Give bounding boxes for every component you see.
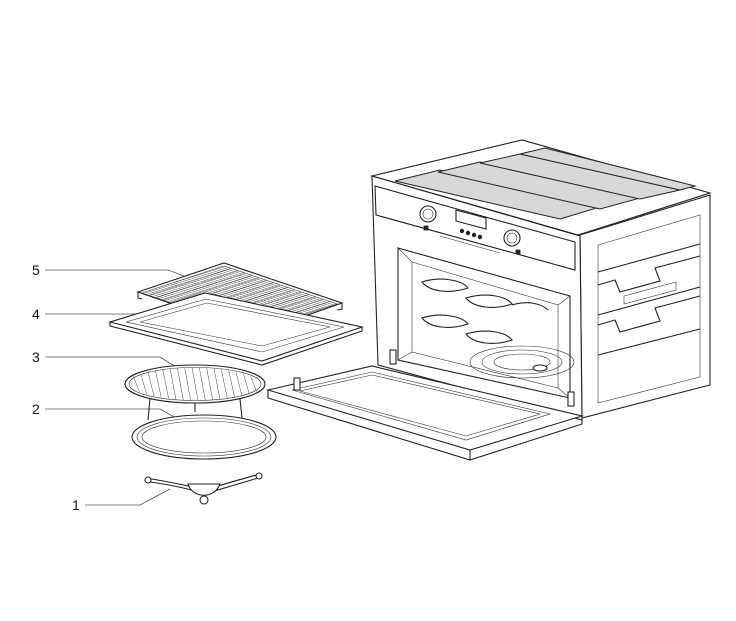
oven-runner bbox=[465, 330, 513, 344]
oven-cavity-edges bbox=[397, 247, 571, 399]
grill-rack-bar bbox=[235, 371, 243, 397]
callout-label-3: 3 bbox=[32, 349, 40, 365]
callout-label-2: 2 bbox=[32, 401, 40, 417]
support-hub bbox=[187, 483, 221, 496]
grill-rack-bar bbox=[250, 376, 257, 392]
oven-side-embossing-top bbox=[597, 255, 701, 293]
oven-control-buttons bbox=[459, 228, 483, 240]
oven-door-glass bbox=[291, 371, 552, 441]
grill-rack-bar bbox=[191, 367, 199, 401]
grill-rack-bar bbox=[184, 367, 191, 401]
callout-label-5: 5 bbox=[32, 262, 40, 278]
oven-door-glass-inner bbox=[299, 374, 542, 437]
wire-rack-wire bbox=[170, 275, 253, 303]
wire-rack-wire bbox=[163, 272, 246, 301]
built-in-oven-drawing bbox=[265, 139, 712, 461]
grill-rack-bar bbox=[228, 370, 235, 398]
grill-rack-bars bbox=[133, 367, 257, 401]
oven-left-knob bbox=[419, 205, 437, 223]
turntable-support-drawing bbox=[144, 472, 263, 505]
grill-rack-inner-ring bbox=[128, 367, 262, 401]
grill-rack-bar bbox=[243, 373, 250, 395]
oven-side-slot bbox=[623, 281, 677, 305]
grill-rack-bar bbox=[213, 368, 221, 400]
oven-panel-markings bbox=[439, 235, 501, 254]
callout-5: 5 bbox=[32, 262, 185, 278]
turntable-inner-rim bbox=[136, 417, 272, 457]
baking-tray-edge bbox=[109, 322, 363, 366]
grill-rack-leg-right bbox=[239, 398, 243, 419]
grill-rack-bar bbox=[177, 367, 184, 401]
round-grill-rack-drawing bbox=[124, 364, 266, 421]
turntable-outer-rim bbox=[131, 414, 277, 460]
baking-tray-bottom bbox=[139, 302, 331, 347]
leader-line-1-tip bbox=[139, 488, 171, 506]
oven-runner bbox=[465, 294, 513, 308]
oven-shelf-runners bbox=[421, 278, 549, 344]
oven-side-inner bbox=[597, 214, 701, 404]
oven-button bbox=[477, 234, 483, 240]
oven-cavity-turntable bbox=[469, 345, 575, 379]
glass-turntable-drawing bbox=[131, 414, 277, 460]
grill-rack-bar bbox=[221, 369, 228, 399]
wire-rack-wire bbox=[149, 268, 232, 296]
baking-tray-inner bbox=[125, 298, 345, 353]
oven-runner-back bbox=[511, 302, 549, 311]
grill-rack-bar bbox=[147, 371, 155, 397]
grill-rack-bar bbox=[140, 373, 147, 395]
support-center-wheel bbox=[199, 495, 209, 505]
oven-cavity-turntable-ring-inner bbox=[493, 353, 551, 371]
wire-rack-foot-right bbox=[336, 303, 343, 311]
oven-side-embossing-bottom bbox=[597, 295, 701, 333]
oven-button bbox=[465, 230, 471, 236]
grill-rack-bar bbox=[199, 367, 206, 401]
callout-2: 2 bbox=[32, 401, 177, 419]
oven-hinge-left bbox=[389, 349, 397, 365]
grill-rack-leg-left bbox=[147, 397, 151, 421]
wire-rack-wire bbox=[156, 270, 239, 298]
oven-display bbox=[455, 209, 487, 230]
oven-right-knob-inner bbox=[506, 232, 518, 244]
leader-line-5-tip bbox=[167, 269, 185, 277]
grill-rack-bar bbox=[169, 368, 177, 400]
oven-door-latch bbox=[293, 377, 301, 391]
oven-hinge-right bbox=[567, 391, 575, 407]
oven-right-knob bbox=[503, 229, 521, 247]
callout-label-1: 1 bbox=[72, 497, 80, 513]
grill-rack-bar bbox=[206, 367, 213, 401]
oven-right-indicator bbox=[515, 249, 521, 255]
callout-3: 3 bbox=[32, 349, 177, 368]
oven-button bbox=[471, 232, 477, 238]
baking-tray-drawing bbox=[107, 292, 365, 366]
callout-1: 1 bbox=[72, 488, 171, 513]
support-wheel-right bbox=[255, 472, 263, 480]
grill-rack-bar bbox=[155, 370, 162, 398]
oven-left-indicator bbox=[423, 225, 429, 231]
wire-rack-foot-left bbox=[137, 292, 143, 300]
oven-runner bbox=[421, 314, 469, 328]
oven-cavity-turntable-ring bbox=[481, 349, 563, 375]
oven-side-ribs bbox=[597, 243, 701, 356]
oven-runner bbox=[421, 278, 469, 292]
grill-rack-bar bbox=[133, 376, 140, 392]
turntable-surface bbox=[141, 420, 267, 454]
callout-label-4: 4 bbox=[32, 306, 40, 322]
grill-rack-bar bbox=[162, 369, 169, 399]
oven-turntable-drive bbox=[532, 364, 548, 372]
support-wheel-left bbox=[144, 476, 152, 484]
oven-button bbox=[459, 228, 465, 234]
oven-top-vent-4 bbox=[519, 147, 697, 191]
oven-left-knob-inner bbox=[422, 208, 434, 220]
